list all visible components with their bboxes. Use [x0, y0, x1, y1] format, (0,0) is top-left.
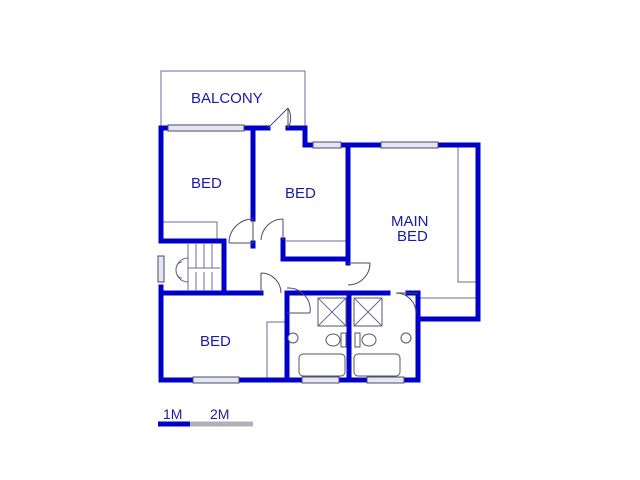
basin-1: [287, 332, 299, 344]
room-label-bed-top-left: BED: [191, 175, 222, 192]
room-label-bed-bottom-left: BED: [200, 333, 231, 350]
room-label-bed-top-mid: BED: [285, 185, 316, 202]
scale-bar: 1M 2M: [158, 406, 253, 427]
window-bed-mid: [312, 141, 342, 149]
walls: [158, 125, 481, 383]
room-label-balcony: BALCONY: [191, 90, 263, 107]
window-main-bed: [380, 141, 439, 149]
staircase: [175, 244, 220, 290]
scale-label-1m: 1M: [163, 406, 182, 422]
room-label-main-bed-line1: MAIN: [391, 213, 429, 230]
doors: [228, 107, 418, 314]
window-bath-1: [301, 376, 340, 384]
toilet-1: [325, 333, 341, 347]
bathtub-1: [298, 353, 346, 377]
windows: [157, 124, 439, 384]
toilet-2: [361, 333, 377, 347]
bathroom-fixtures: [287, 297, 412, 377]
balcony-area: [160, 70, 306, 128]
window-bath-2: [366, 376, 405, 384]
window-bed-bottom: [192, 376, 240, 384]
bathtub-2: [353, 353, 401, 377]
window-stair: [157, 255, 165, 283]
scale-label-2m: 2M: [210, 406, 229, 422]
basin-2: [400, 332, 412, 344]
window-balcony: [167, 124, 245, 132]
room-label-main-bed-line2: BED: [397, 228, 428, 245]
